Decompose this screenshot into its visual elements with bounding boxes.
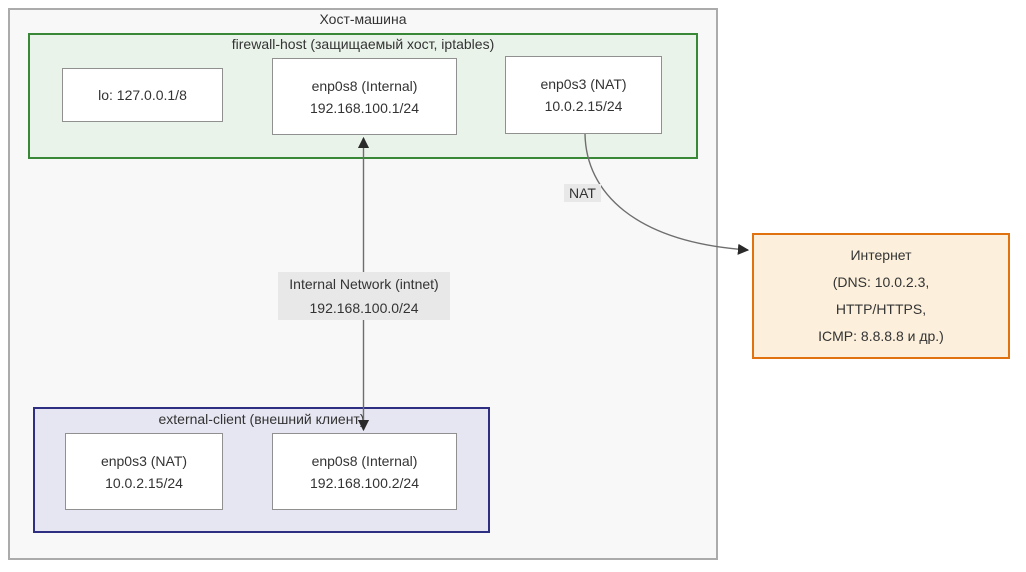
- nat-edge-label: NAT: [564, 184, 601, 202]
- node-client-enp0s3-name: enp0s3 (NAT): [100, 452, 188, 469]
- node-firewall-enp0s3-name: enp0s3 (NAT): [540, 76, 627, 92]
- node-client-enp0s8-ip: 192.168.100.2/24: [310, 474, 419, 491]
- node-firewall-enp0s8-name: enp0s8 (Internal): [311, 77, 418, 94]
- node-lo-label: lo: 127.0.0.1/8: [98, 87, 187, 103]
- internet-title: Интернет: [850, 247, 912, 263]
- external-client-title: external-client (внешний клиент): [158, 411, 365, 427]
- intnet-edge-label-subnet: 192.168.100.0/24: [309, 300, 419, 316]
- node-client-enp0s3-ip: 10.0.2.15/24: [105, 474, 183, 491]
- intnet-edge-label-name: Internal Network (intnet): [289, 276, 439, 292]
- internet-icmp-line: ICMP: 8.8.8.8 и др.): [818, 328, 944, 344]
- node-client-enp0s8: enp0s8 (Internal) 192.168.100.2/24: [272, 433, 457, 510]
- node-client-enp0s8-name: enp0s8 (Internal): [311, 452, 418, 469]
- node-lo-interface: lo: 127.0.0.1/8: [62, 68, 223, 122]
- node-client-enp0s3: enp0s3 (NAT) 10.0.2.15/24: [65, 433, 223, 510]
- intnet-edge-label: Internal Network (intnet) 192.168.100.0/…: [278, 272, 450, 320]
- node-firewall-enp0s3-ip: 10.0.2.15/24: [544, 98, 623, 114]
- firewall-host-title: firewall-host (защищаемый хост, iptables…: [231, 36, 495, 52]
- host-machine-title: Хост-машина: [319, 11, 407, 27]
- node-firewall-enp0s8: enp0s8 (Internal) 192.168.100.1/24: [272, 58, 457, 135]
- internet-dns-line: (DNS: 10.0.2.3,: [832, 274, 930, 290]
- node-firewall-enp0s3: enp0s3 (NAT) 10.0.2.15/24: [505, 56, 662, 134]
- internet-box: Интернет (DNS: 10.0.2.3, HTTP/HTTPS, ICM…: [752, 233, 1010, 359]
- internet-http-line: HTTP/HTTPS,: [835, 301, 927, 317]
- node-firewall-enp0s8-ip: 192.168.100.1/24: [310, 99, 419, 116]
